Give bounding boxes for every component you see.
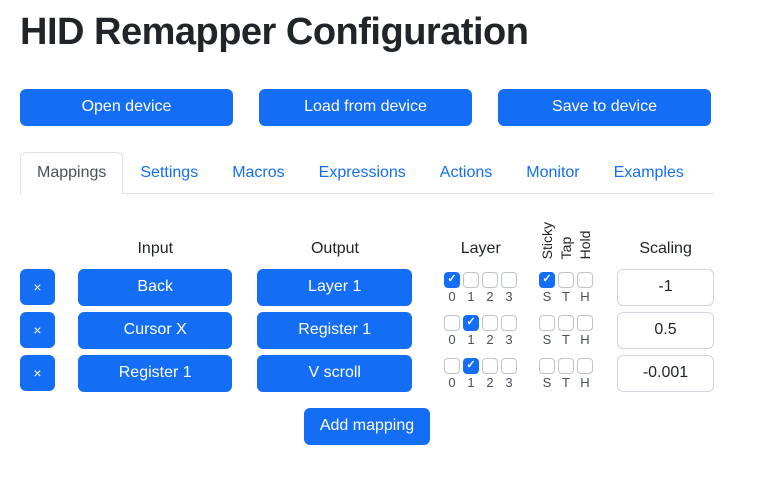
layer-checkbox-label: 3 bbox=[505, 374, 513, 390]
tab-monitor[interactable]: Monitor bbox=[526, 163, 580, 181]
layer-checkbox-1[interactable] bbox=[463, 314, 479, 331]
mapping-table-header: Input Output Layer Sticky Tap Hold Scali… bbox=[20, 212, 714, 259]
flags-checkbox-S[interactable] bbox=[539, 314, 555, 331]
layer-checkbox-label: 1 bbox=[467, 374, 475, 390]
page-container: HID Remapper Configuration Open device Lo… bbox=[20, 10, 714, 445]
flags-checkbox-H[interactable] bbox=[577, 357, 593, 374]
tab-mappings[interactable]: Mappings bbox=[20, 151, 124, 194]
load-from-device-button[interactable]: Load from device bbox=[259, 88, 472, 126]
layer-checkbox-3[interactable] bbox=[501, 357, 517, 374]
flags-checkbox-H[interactable] bbox=[577, 271, 593, 288]
save-to-device-button[interactable]: Save to device bbox=[498, 88, 711, 126]
hold-header-label: Hold bbox=[577, 230, 594, 260]
layer-checkbox-label: 2 bbox=[486, 288, 494, 304]
layer-checkbox-0[interactable] bbox=[444, 271, 460, 288]
page-title: HID Remapper Configuration bbox=[20, 11, 529, 53]
tab-examples[interactable]: Examples bbox=[613, 163, 684, 181]
input-button[interactable]: Back bbox=[77, 268, 233, 306]
flags-checkbox-label: T bbox=[562, 331, 570, 347]
tab-expressions[interactable]: Expressions bbox=[318, 163, 406, 181]
flags-checkbox-label: T bbox=[562, 374, 570, 390]
layer-checkbox-3[interactable] bbox=[501, 314, 517, 331]
layer-checkbox-label: 0 bbox=[448, 331, 456, 347]
tab-actions[interactable]: Actions bbox=[439, 163, 493, 181]
layer-checkbox-label: 2 bbox=[486, 331, 494, 347]
layer-checkbox-2[interactable] bbox=[482, 271, 498, 288]
tab-settings[interactable]: Settings bbox=[140, 163, 199, 181]
layer-checkbox-label: 3 bbox=[505, 288, 513, 304]
layer-checkbox-0[interactable] bbox=[444, 314, 460, 331]
open-device-button[interactable]: Open device bbox=[20, 88, 233, 126]
sticky-header-label: Sticky bbox=[539, 222, 556, 260]
output-button[interactable]: Layer 1 bbox=[257, 268, 412, 306]
flags-checkbox-T[interactable] bbox=[558, 271, 574, 288]
flags-checkbox-label: H bbox=[580, 331, 590, 347]
flags-checkbox-label: H bbox=[580, 374, 590, 390]
output-button[interactable]: Register 1 bbox=[257, 311, 412, 349]
add-mapping-button[interactable]: Add mapping bbox=[303, 407, 431, 445]
flags-checkbox-H[interactable] bbox=[577, 314, 593, 331]
mapping-row: ×Register 1V scroll0123STH bbox=[20, 354, 714, 392]
layer-checkbox-0[interactable] bbox=[444, 357, 460, 374]
layer-checkbox-label: 1 bbox=[467, 331, 475, 347]
scaling-input[interactable] bbox=[617, 268, 714, 306]
tap-header-label: Tap bbox=[558, 237, 575, 260]
delete-mapping-button[interactable]: × bbox=[20, 269, 55, 306]
layer-checkbox-label: 2 bbox=[486, 374, 494, 390]
flags-checkbox-label: S bbox=[542, 288, 552, 304]
flags-checkbox-S[interactable] bbox=[539, 271, 555, 288]
add-mapping-row: Add mapping bbox=[20, 407, 714, 445]
flags-checkbox-S[interactable] bbox=[539, 357, 555, 374]
layer-checkbox-label: 0 bbox=[448, 374, 456, 390]
layer-checkbox-3[interactable] bbox=[501, 271, 517, 288]
input-button[interactable]: Cursor X bbox=[77, 311, 233, 349]
layer-checkbox-2[interactable] bbox=[482, 357, 498, 374]
flags-checkbox-label: S bbox=[542, 331, 552, 347]
layer-checkbox-1[interactable] bbox=[463, 271, 479, 288]
device-toolbar: Open device Load from device Save to devic… bbox=[20, 88, 714, 126]
input-button[interactable]: Register 1 bbox=[77, 354, 233, 392]
scaling-column-header: Scaling bbox=[639, 239, 692, 257]
delete-mapping-button[interactable]: × bbox=[20, 355, 55, 392]
sticky-tap-hold-header: Sticky Tap Hold bbox=[539, 222, 593, 259]
delete-mapping-button[interactable]: × bbox=[20, 312, 55, 349]
layer-checkbox-1[interactable] bbox=[463, 357, 479, 374]
scaling-input[interactable] bbox=[617, 354, 714, 392]
flags-checkbox-label: T bbox=[562, 288, 570, 304]
layer-checkbox-2[interactable] bbox=[482, 314, 498, 331]
tab-macros[interactable]: Macros bbox=[232, 163, 285, 181]
output-column-header: Output bbox=[310, 239, 359, 257]
scaling-input[interactable] bbox=[617, 311, 714, 349]
flags-checkbox-label: H bbox=[580, 288, 590, 304]
layer-column-header: Layer bbox=[460, 239, 501, 257]
input-column-header: Input bbox=[137, 239, 174, 257]
output-button[interactable]: V scroll bbox=[257, 354, 412, 392]
flags-checkbox-T[interactable] bbox=[558, 357, 574, 374]
flags-checkbox-group: STH bbox=[539, 271, 593, 304]
tab-bar: Mappings Settings Macros Expressions Actions… bbox=[20, 151, 714, 194]
flags-checkbox-T[interactable] bbox=[558, 314, 574, 331]
layer-checkbox-label: 0 bbox=[448, 288, 456, 304]
flags-checkbox-label: S bbox=[542, 374, 552, 390]
layer-checkbox-label: 3 bbox=[505, 331, 513, 347]
layer-checkbox-label: 1 bbox=[467, 288, 475, 304]
